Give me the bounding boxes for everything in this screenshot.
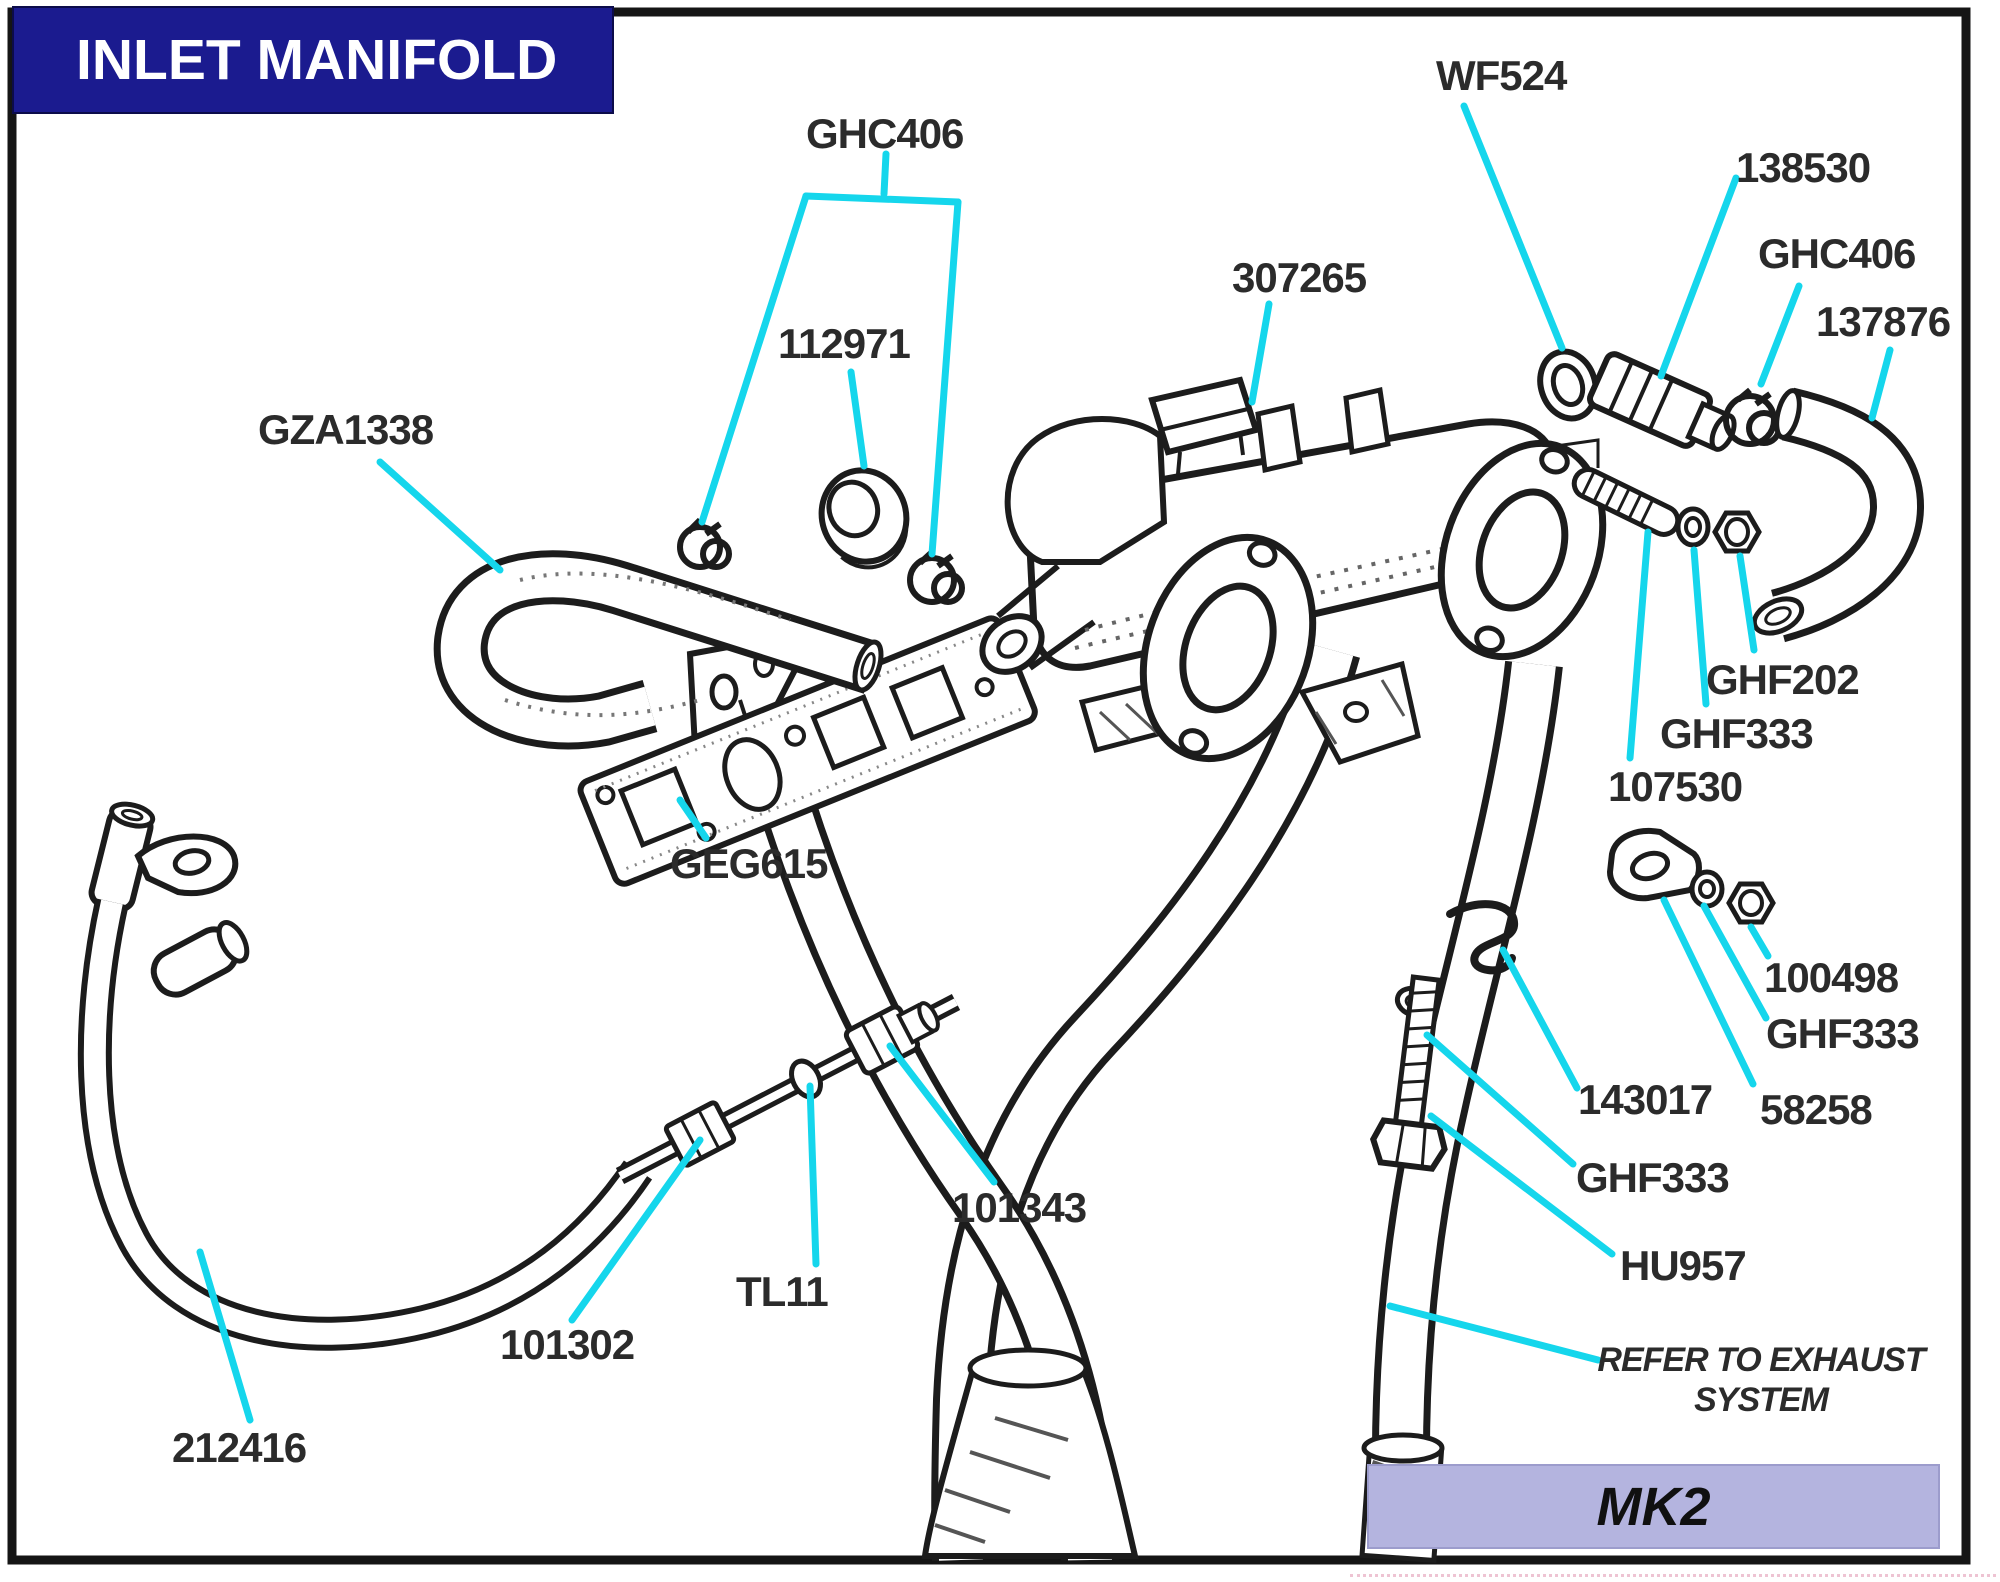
leader-137876 [1868,346,1894,422]
part-label-107530: 107530 [1608,763,1743,810]
part-label-ghf202: GHF202 [1706,656,1860,703]
leader-ghc406-stem [880,150,890,198]
leader-100498 [1747,923,1772,960]
hose-clip-a [677,517,732,570]
leader-tl11 [806,1082,820,1268]
leader-ghf333-mid [1690,546,1710,708]
part-label-hu957: HU957 [1620,1242,1747,1289]
nut-100498 [1726,881,1776,925]
part-label-ghf333-c: GHF333 [1576,1154,1730,1201]
part-label-wf524: WF524 [1436,52,1567,99]
leader-gza1338 [376,458,504,574]
part-label-112971: 112971 [778,320,911,367]
leader-ghf333-low [1423,1031,1577,1168]
metal-pipe-101302 [615,994,961,1184]
part-label-100498: 100498 [1764,954,1899,1001]
leader-307265 [1248,300,1273,406]
part-label-101302: 101302 [500,1321,635,1368]
exhaust-note-line1: REFER TO EXHAUST [1597,1341,1925,1379]
leader-geg615 [676,796,710,842]
exhaust-note: REFER TO EXHAUST SYSTEM [1596,1340,1926,1420]
washer-ghf333-right [1689,869,1725,909]
part-label-307265: 307265 [1232,254,1367,301]
part-label-212416: 212416 [172,1424,307,1471]
washer-wf524 [1537,348,1599,422]
part-label-tl11: TL11 [736,1268,829,1315]
part-label-137876: 137876 [1816,298,1951,345]
part-label-geg615: GEG615 [670,840,828,887]
exhaust-downpipes [736,642,1563,1564]
inlet-manifold-body [979,376,1607,763]
leader-ghc406-bar [802,192,962,206]
leader-ghc406-left [698,192,810,526]
leader-wf524 [1460,102,1566,352]
leader-ghc406b [1757,282,1803,388]
bolt-hu957 [1369,974,1448,1172]
part-label-ghc406-a: GHC406 [806,110,964,157]
leader-ghf333-right [1700,902,1770,1022]
leader-ghc406-right [928,198,962,558]
part-label-gza1338: GZA1338 [258,406,434,453]
part-label-58258: 58258 [1760,1086,1873,1133]
leader-107530 [1626,528,1652,762]
leader-ghf202 [1736,552,1758,654]
frame-border [7,7,1971,1565]
leader-138530 [1657,174,1740,380]
pipe-union-nut [663,1100,737,1168]
part-label-ghc406-b: GHC406 [1758,230,1916,277]
page-artifact-dotted-line [1350,1574,1996,1577]
leader-lines [196,102,1894,1424]
bypass-hose-gza1338 [433,550,884,750]
leader-hu957 [1427,1112,1616,1258]
leader-112971 [847,368,868,470]
model-badge: MK2 [1367,1464,1940,1549]
section-title-banner: INLET MANIFOLD [14,8,612,112]
hose-clip-b [907,549,965,605]
union-nut-112971 [818,467,910,570]
part-label-ghf333-a: GHF333 [1660,710,1814,757]
leader-212416 [196,1248,254,1424]
leader-101302 [568,1136,704,1324]
nut-ghf202 [1712,510,1762,554]
clip-143017 [1446,900,1518,975]
model-badge-label: MK2 [1596,1476,1711,1537]
leader-exhaust-note [1386,1302,1602,1364]
part-label-143017: 143017 [1578,1076,1713,1123]
part-label-101343: 101343 [952,1184,1087,1231]
stud-107530 [1571,467,1681,537]
elbow-hose-137876 [1751,387,1924,643]
hose-212416 [77,801,653,1351]
hose-clip-c [1723,387,1782,447]
leader-58258 [1660,896,1757,1088]
leader-143017 [1499,946,1581,1092]
part-label-ghf333-b: GHF333 [1766,1010,1920,1057]
leader-101343 [886,1042,998,1186]
bracket-58258 [1606,828,1702,902]
part-label-138530: 138530 [1736,144,1871,191]
washer-ghf333-mid [1675,506,1711,548]
exhaust-note-line2: SYSTEM [1694,1381,1829,1420]
page-title: INLET MANIFOLD [76,28,558,92]
